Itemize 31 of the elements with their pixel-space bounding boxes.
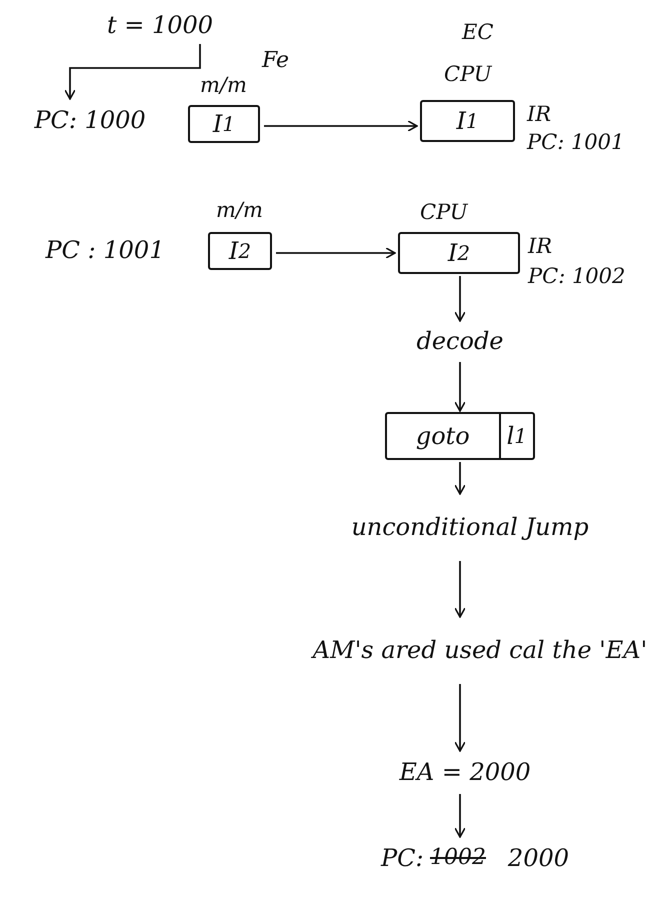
step-label: unconditional Jump [350, 512, 590, 543]
annotation: CPU [420, 200, 468, 226]
annotation: IR [528, 234, 552, 260]
arrow [454, 276, 466, 322]
step-label: PC: 1000 [33, 104, 147, 136]
struck-value: 1002 [430, 845, 486, 870]
annotation: IR [527, 102, 552, 128]
step-label: decode [415, 326, 505, 357]
arrow [454, 561, 466, 618]
annotation: PC: 1002 [528, 264, 626, 290]
step-label: PC : 1001 [44, 234, 166, 266]
annotation: CPU [444, 62, 492, 88]
arrow [454, 684, 466, 752]
step-label: PC: [380, 842, 425, 874]
annotation: PC: 1001 [527, 130, 624, 156]
annotation: m/m [200, 73, 247, 98]
register-box [385, 412, 535, 460]
annotation: EC [462, 20, 494, 46]
arrow [264, 120, 418, 132]
step-label: 2000 [506, 842, 570, 874]
arrow [454, 794, 466, 838]
step-label: t = 1000 [106, 10, 214, 41]
arrow [276, 247, 396, 259]
step-label: EA = 2000 [398, 756, 532, 788]
arrow [454, 362, 466, 412]
arrow [64, 44, 201, 100]
annotation: m/m [216, 198, 263, 224]
step-label: AM's ared used cal the 'EA' [310, 634, 648, 666]
register-value: goto [414, 420, 471, 452]
arrow [454, 462, 466, 495]
annotation: Fe [262, 48, 290, 73]
